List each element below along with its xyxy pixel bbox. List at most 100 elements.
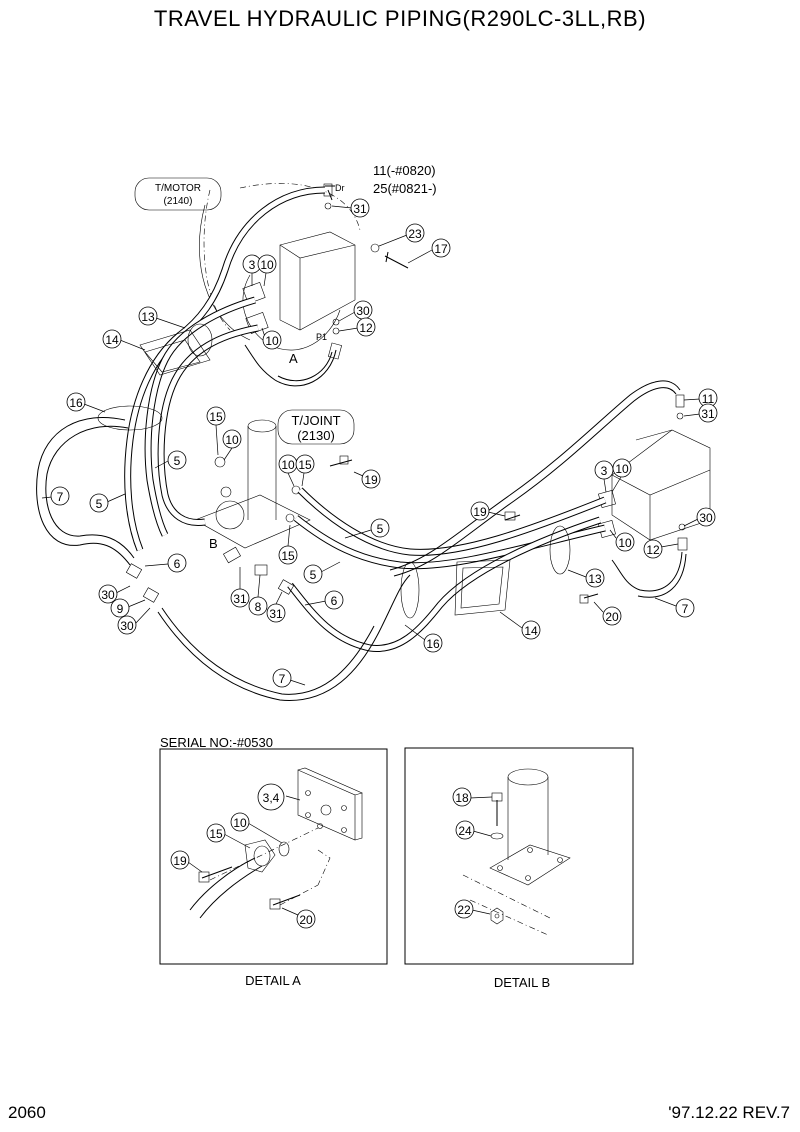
callout-3-4: 3,4 <box>257 783 301 811</box>
svg-text:11: 11 <box>702 392 715 406</box>
svg-text:10: 10 <box>265 334 279 348</box>
svg-text:15: 15 <box>209 827 223 841</box>
callout-30: 30 <box>683 507 716 527</box>
serial-note-11: 11(-#0820) <box>373 163 436 178</box>
svg-text:20: 20 <box>299 913 313 927</box>
callout-10: 10 <box>257 254 277 287</box>
ref-box-t-motor: T/MOTOR (2140) <box>134 177 222 211</box>
callout-7: 7 <box>41 486 70 506</box>
callout-8: 8 <box>248 574 268 616</box>
serial-note-25: 25(#0821-) <box>373 181 437 196</box>
callout-15: 15 <box>295 454 315 487</box>
svg-text:10: 10 <box>233 816 247 830</box>
svg-text:23: 23 <box>408 227 422 241</box>
svg-text:30: 30 <box>699 511 713 525</box>
svg-text:10: 10 <box>260 258 274 272</box>
callout-10: 10 <box>611 458 632 493</box>
callout-14: 14 <box>499 611 541 640</box>
svg-text:3,4: 3,4 <box>263 791 280 805</box>
hose-bundle <box>36 186 687 701</box>
svg-text:13: 13 <box>588 572 602 586</box>
svg-text:9: 9 <box>117 602 124 616</box>
callout-15: 15 <box>206 823 251 849</box>
svg-text:16: 16 <box>426 637 440 651</box>
callout-6: 6 <box>144 553 187 573</box>
svg-text:3: 3 <box>249 258 256 272</box>
page-number: 2060 <box>8 1103 46 1122</box>
callout-12: 12 <box>338 317 376 337</box>
callout-19: 19 <box>170 850 203 873</box>
svg-text:30: 30 <box>356 304 370 318</box>
svg-text:19: 19 <box>364 473 378 487</box>
svg-text:5: 5 <box>377 522 384 536</box>
detail-b-panel <box>404 747 634 965</box>
callout-17: 17 <box>407 238 451 264</box>
detail-b-caption: DETAIL B <box>494 975 550 990</box>
callout-15: 15 <box>206 406 226 456</box>
svg-text:14: 14 <box>105 333 119 347</box>
callout-10: 10 <box>278 454 298 487</box>
t-joint-label: T/JOINT <box>291 413 340 428</box>
detail-a-serial-note: SERIAL NO:-#0530 <box>160 735 273 750</box>
svg-text:6: 6 <box>174 557 181 571</box>
callout-13: 13 <box>138 306 186 329</box>
callout-20: 20 <box>593 601 622 626</box>
svg-text:3: 3 <box>601 464 608 478</box>
svg-text:10: 10 <box>281 458 295 472</box>
callout-6: 6 <box>304 590 344 610</box>
svg-text:30: 30 <box>101 588 115 602</box>
callout-15: 15 <box>278 524 298 565</box>
svg-text:6: 6 <box>331 594 338 608</box>
svg-text:10: 10 <box>615 462 629 476</box>
svg-text:31: 31 <box>353 202 367 216</box>
t-joint-code: (2130) <box>297 428 335 443</box>
callout-3: 3 <box>594 460 614 493</box>
svg-text:17: 17 <box>434 242 448 256</box>
svg-text:7: 7 <box>682 602 689 616</box>
callout-31: 31 <box>230 567 250 608</box>
callout-9: 9 <box>110 598 146 618</box>
svg-text:8: 8 <box>255 600 262 614</box>
center-swivel-joint <box>194 419 353 549</box>
callout-5: 5 <box>344 518 390 539</box>
svg-text:16: 16 <box>69 396 83 410</box>
svg-text:15: 15 <box>209 410 223 424</box>
callout-18: 18 <box>452 787 493 807</box>
svg-text:12: 12 <box>646 543 660 557</box>
callout-22: 22 <box>454 899 491 919</box>
callout-30: 30 <box>338 300 373 322</box>
ref-box-t-joint: T/JOINT (2130) <box>277 409 355 445</box>
svg-text:30: 30 <box>120 619 134 633</box>
callout-3: 3 <box>242 254 262 286</box>
callout-10: 10 <box>230 812 283 844</box>
callout-20: 20 <box>281 907 316 929</box>
pilot-port-label: P1 <box>316 332 327 342</box>
svg-text:10: 10 <box>618 536 632 550</box>
callout-7: 7 <box>654 597 695 618</box>
drain-port-label: Dr <box>335 183 345 193</box>
svg-text:22: 22 <box>457 903 471 917</box>
callout-13: 13 <box>567 568 605 588</box>
callout-31: 31 <box>331 198 370 218</box>
callout-5: 5 <box>154 450 187 470</box>
callout-31: 31 <box>266 591 286 623</box>
callout-10: 10 <box>261 327 282 350</box>
svg-text:20: 20 <box>605 610 619 624</box>
svg-text:31: 31 <box>233 592 247 606</box>
callout-19: 19 <box>470 501 506 521</box>
revision-date: '97.12.22 REV.7 <box>668 1103 790 1122</box>
svg-text:18: 18 <box>455 791 469 805</box>
svg-text:15: 15 <box>298 458 312 472</box>
detail-b-marker: B <box>209 536 218 551</box>
callout-14: 14 <box>102 329 146 351</box>
callout-16: 16 <box>66 392 106 413</box>
svg-text:14: 14 <box>524 624 538 638</box>
detail-a-marker: A <box>289 351 298 366</box>
callout-5: 5 <box>89 493 126 513</box>
svg-text:31: 31 <box>269 607 283 621</box>
right-travel-motor <box>504 394 711 604</box>
svg-text:5: 5 <box>96 497 103 511</box>
callout-12: 12 <box>643 539 679 559</box>
callout-30: 30 <box>98 584 131 604</box>
